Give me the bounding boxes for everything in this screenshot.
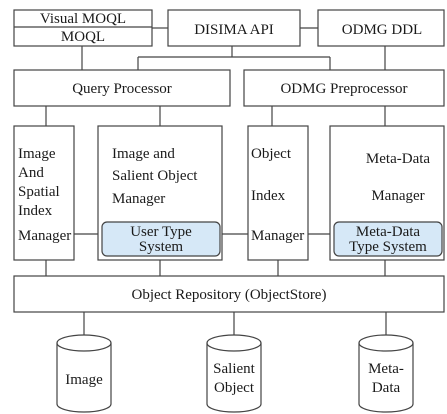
salient-manager-line-3: Manager: [112, 191, 165, 207]
odmg-preprocessor-label: ODMG Preprocessor: [280, 81, 407, 97]
odmg-preprocessor-box: [243, 69, 445, 107]
spatial-manager-line-4: Index: [18, 203, 53, 219]
meta-data-manager-line-2: Manager: [371, 188, 424, 204]
query-processor-box: [13, 69, 231, 107]
odmg-ddl-box: [317, 9, 445, 47]
spatial-manager-line-1: Image: [18, 146, 56, 162]
visual-moql-box: [13, 9, 153, 47]
salient-store-line-1: Salient: [213, 361, 255, 377]
image-store-label: Image: [65, 372, 103, 388]
image-database-icon: [56, 334, 112, 413]
disima-api-label: DISIMA API: [194, 22, 274, 38]
spatial-manager-line-2: And: [18, 165, 44, 181]
connector-lines: [45, 27, 387, 335]
user-type-system-line-1: User Type: [130, 224, 192, 240]
object-index-line-1: Object: [251, 146, 292, 162]
object-index-line-2: Index: [251, 188, 286, 204]
meta-store-line-2: Data: [372, 380, 401, 396]
salient-store-line-2: Object: [214, 380, 255, 396]
user-type-system-box: [101, 221, 221, 257]
meta-data-type-system-line-2: Type System: [349, 239, 427, 255]
meta-data-type-system-line-1: Meta-Data: [356, 224, 420, 240]
salient-manager-line-2: Salient Object: [112, 168, 198, 184]
salient-manager-line-1: Image and: [112, 146, 175, 162]
salient-object-database-icon: [206, 334, 262, 413]
meta-data-database-icon: [358, 334, 414, 413]
spatial-manager-line-3: Spatial: [18, 184, 60, 200]
object-repository-label: Object Repository (ObjectStore): [132, 287, 327, 303]
object-index-line-3: Manager: [251, 228, 304, 244]
meta-data-type-system-box: [333, 221, 443, 257]
object-repository-box: [13, 275, 445, 313]
meta-store-line-1: Meta-: [368, 361, 404, 377]
meta-data-manager-line-1: Meta-Data: [366, 151, 430, 167]
spatial-index-manager-box: [13, 125, 75, 261]
moql-label: MOQL: [61, 29, 105, 45]
visual-moql-label: Visual MOQL: [40, 11, 126, 27]
disima-api-box: [167, 9, 301, 47]
spatial-manager-line-5: Manager: [18, 228, 71, 244]
odmg-ddl-label: ODMG DDL: [342, 22, 422, 38]
user-type-system-line-2: System: [139, 239, 184, 255]
query-processor-label: Query Processor: [72, 81, 172, 97]
object-index-manager-box: [247, 125, 309, 261]
